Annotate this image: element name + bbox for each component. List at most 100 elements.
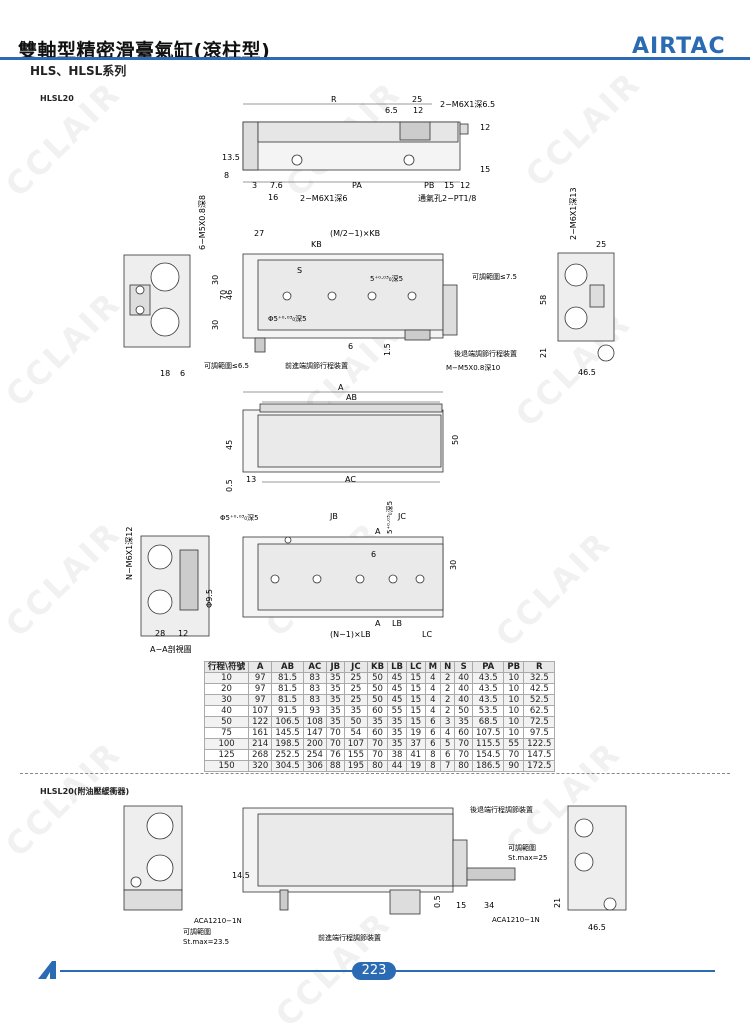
table-cell: 35 (387, 727, 407, 739)
callout-front-adjust: 前進端調節行程裝置 (285, 361, 348, 370)
table-cell: 122.5 (523, 738, 556, 750)
table-cell: 252.5 (271, 749, 304, 761)
table-cell: 6 (440, 749, 456, 761)
table-cell: 150 (203, 760, 250, 772)
technical-drawing-hlsl20: R 25 6.5 12 2−M6X1深6.5 8 13.5 3 7.6 PA P… (123, 95, 615, 654)
table-cell: 30 (203, 694, 250, 706)
dim-27: 27 (254, 229, 264, 238)
table-cell: 10 (503, 683, 525, 695)
table-cell: 172.5 (523, 760, 556, 772)
table-cell: 4 (440, 727, 456, 739)
table-cell: 42.5 (523, 683, 556, 695)
table-cell: 2 (440, 672, 456, 684)
table-cell: 60 (366, 727, 389, 739)
table-cell: 91.5 (271, 705, 304, 717)
table-cell: 106.5 (271, 716, 304, 728)
table-cell: 35 (325, 683, 345, 695)
table-cell: 25 (343, 683, 368, 695)
dim-50: 50 (451, 435, 460, 445)
dim-70: 70 (219, 290, 228, 300)
table-cell: 19 (405, 760, 426, 772)
table-cell: 60 (454, 727, 474, 739)
callout-back-adjust: 後退端調節行程裝置 (454, 349, 517, 358)
table-cell: 72.5 (523, 716, 556, 728)
table-cell: 214 (248, 738, 273, 750)
page-title: 雙軸型精密滑臺氣缸(滾柱型) (18, 40, 271, 62)
table-cell: 62.5 (523, 705, 556, 717)
table-cell: 45 (387, 683, 407, 695)
table-cell: 10 (503, 716, 525, 728)
table-cell: 81.5 (271, 672, 304, 684)
dim-ab: AB (346, 393, 357, 402)
table-cell: 83 (302, 694, 327, 706)
table-cell: 55 (387, 705, 407, 717)
shock-callout-adj2: 可調範圍 (183, 927, 211, 936)
table-cell: 198.5 (271, 738, 304, 750)
col-header: S (454, 661, 474, 673)
col-header: AC (302, 661, 327, 673)
section-label-hlsl20-shock: HLSL20(附油壓緩衝器) (40, 787, 130, 796)
table-cell: 35 (325, 705, 345, 717)
dim-45: 45 (225, 440, 234, 450)
table-cell: 38 (387, 749, 407, 761)
table-cell: 83 (302, 672, 327, 684)
table-cell: 93 (302, 705, 327, 717)
dim-46-5: 46.5 (578, 368, 596, 377)
table-cell: 2 (440, 694, 456, 706)
table-cell: 15 (405, 705, 426, 717)
table-cell: 80 (366, 760, 389, 772)
footer-logo-icon (38, 961, 56, 979)
table-cell: 268 (248, 749, 273, 761)
shock-callout-back: 後退端行程調節裝置 (470, 805, 533, 814)
table-cell: 195 (343, 760, 368, 772)
col-header: JB (325, 661, 345, 673)
table-cell: 76 (325, 749, 345, 761)
table-cell: 81.5 (271, 683, 304, 695)
table-cell: 304.5 (271, 760, 304, 772)
dim-21: 21 (539, 348, 548, 358)
dim-12v: 12 (480, 123, 490, 132)
dim-6b: 6 (180, 369, 185, 378)
table-cell: 50 (203, 716, 250, 728)
table-cell: 35 (366, 716, 389, 728)
table-cell: 4 (424, 672, 442, 684)
table-cell: 35 (387, 716, 407, 728)
callout-m6-65: 2−M6X1深6.5 (440, 100, 495, 109)
table-cell: 41 (405, 749, 426, 761)
table-cell: 8 (424, 760, 442, 772)
callout-pt: 通氣孔2−PT1/8 (418, 193, 476, 203)
table-cell: 50 (366, 672, 389, 684)
table-cell: 45 (387, 672, 407, 684)
table-cell: 43.5 (472, 694, 505, 706)
brand-logo: AIRTAC (632, 34, 726, 59)
table-cell: 186.5 (472, 760, 505, 772)
dim-a-top: A (375, 527, 381, 536)
table-cell: 320 (248, 760, 273, 772)
shock-dim-0-5: 0.5 (433, 895, 442, 908)
table-cell: 10 (503, 694, 525, 706)
table-cell: 40 (454, 694, 474, 706)
table-cell: 306 (302, 760, 327, 772)
table-cell: 75 (203, 727, 250, 739)
table-cell: 6 (424, 716, 442, 728)
callout-phi5: Φ5⁺⁰·⁰³₀深5 (268, 314, 307, 323)
header-rule (0, 57, 750, 60)
table-cell: 155 (343, 749, 368, 761)
right-end-view (557, 252, 615, 342)
table-cell: 107.5 (472, 727, 505, 739)
dim-30b: 30 (211, 320, 220, 330)
dim-6: 6 (348, 342, 353, 351)
dim-r: R (331, 95, 337, 104)
col-header: A (248, 661, 273, 673)
table-cell: 154.5 (472, 749, 505, 761)
col-header: 行程\符號 (203, 661, 250, 673)
callout-h5: 5⁺⁰·⁰³₀深5 (370, 274, 403, 283)
table-cell: 107 (248, 705, 273, 717)
table-cell: 50 (454, 705, 474, 717)
col-header: R (523, 661, 556, 673)
table-cell: 80 (454, 760, 474, 772)
dim-25: 25 (412, 95, 422, 104)
